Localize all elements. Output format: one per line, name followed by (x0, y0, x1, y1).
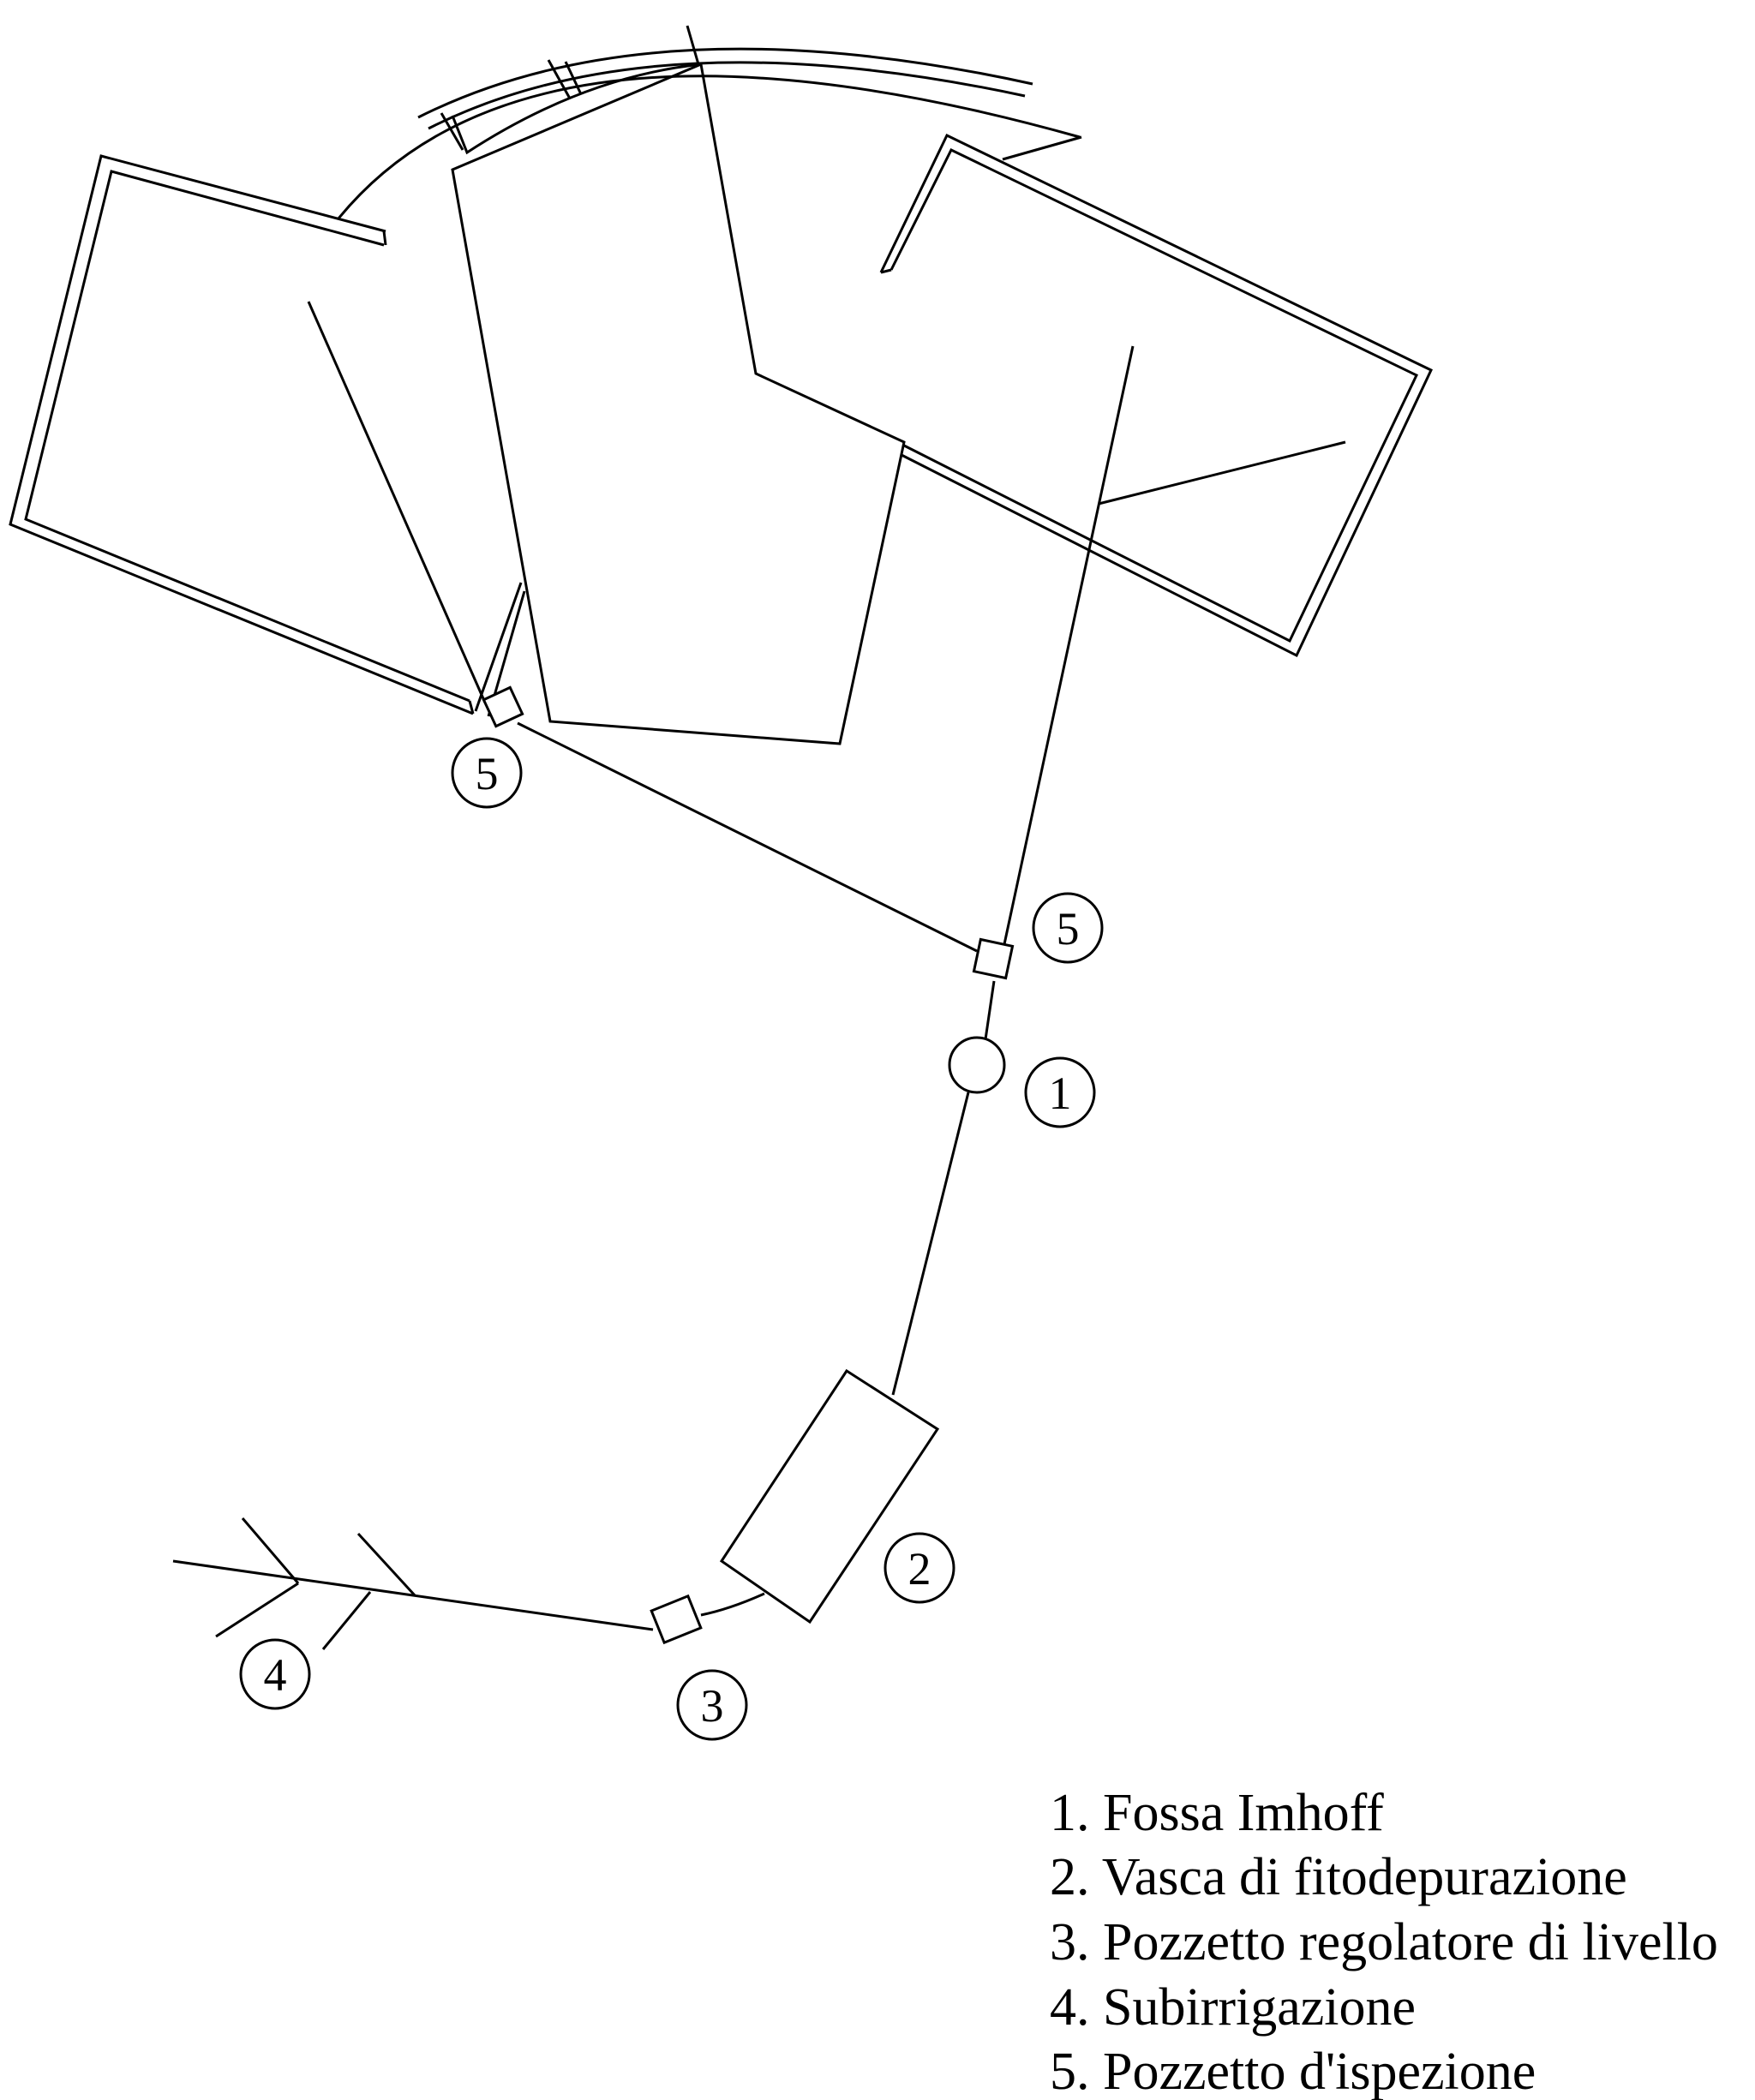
legend-item-1: 1. Fossa Imhoff (1050, 1784, 1384, 1842)
subirrigation-lines (215, 1517, 416, 1650)
marker-4: 4 (239, 1638, 311, 1710)
building-left (9, 154, 526, 717)
pipe-left-inner (307, 301, 487, 703)
legend-item-4: 4. Subirrigazione (1050, 1978, 1416, 2037)
svg-text:5: 5 (1057, 903, 1080, 954)
pipe-network (172, 301, 1346, 1631)
fossa-imhoff (948, 1036, 1006, 1094)
curved-wall (337, 25, 1082, 219)
svg-text:4: 4 (264, 1649, 287, 1701)
vasca-fitodepurazione (719, 1368, 940, 1624)
svg-text:5: 5 (476, 748, 499, 799)
marker-1: 1 (1024, 1056, 1096, 1128)
legend: 1. Fossa Imhoff 2. Vasca di fitodepurazi… (1050, 1784, 1718, 2100)
svg-text:1: 1 (1049, 1068, 1072, 1119)
building-right (879, 133, 1433, 658)
svg-text:2: 2 (908, 1543, 931, 1594)
inspection-well-5a (482, 685, 524, 728)
pipe-5b-1 (984, 980, 996, 1040)
legend-item-5: 5. Pozzetto d'ispezione (1050, 2043, 1536, 2100)
inspection-well-5b (972, 937, 1015, 980)
marker-5b: 5 (1032, 892, 1104, 964)
pipe-2-3 (700, 1592, 765, 1617)
pipe-1-2 (891, 1092, 970, 1396)
legend-item-2: 2. Vasca di fitodepurazione (1050, 1848, 1627, 1906)
pipe-right-inner (1003, 345, 1135, 945)
svg-text:3: 3 (701, 1680, 724, 1732)
building-center (451, 62, 906, 745)
marker-5a: 5 (451, 737, 523, 809)
pozzetto-regolatore (650, 1594, 703, 1645)
pipe-5a-5b (517, 721, 978, 953)
marker-3: 3 (676, 1669, 748, 1741)
legend-item-3: 3. Pozzetto regolatore di livello (1050, 1913, 1718, 1971)
marker-2: 2 (883, 1532, 955, 1604)
pipe-right-branch (1098, 440, 1346, 506)
